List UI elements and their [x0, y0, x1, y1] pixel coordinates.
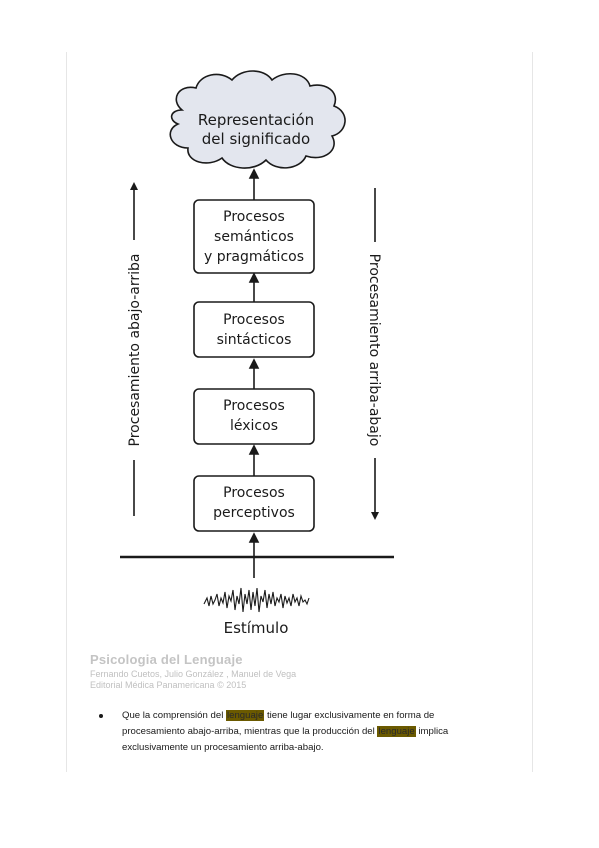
box-perceptive: Procesos perceptivos — [193, 475, 315, 532]
right-margin-line — [532, 52, 533, 772]
box-semantic-line-1: Procesos — [223, 209, 285, 225]
left-side-label: Procesamiento abajo-arriba — [127, 254, 143, 447]
meaning-cloud: Representación del significado — [169, 70, 346, 169]
box-semantic-line-2: semánticos — [214, 229, 294, 245]
box-semantic-pragmatic: Procesos semánticos y pragmáticos — [193, 199, 315, 274]
book-authors: Fernando Cuetos, Julio González , Manuel… — [90, 669, 297, 679]
bullet-item: Que la comprensión del lenguaje tiene lu… — [99, 708, 484, 756]
box-lexical-line-2: léxicos — [230, 418, 278, 434]
flow-arrows — [248, 168, 260, 578]
arrow-head-to-syntactic — [248, 358, 260, 369]
highlight-lenguaje-1: lenguaje — [226, 710, 265, 721]
book-caption: Psicologia del Lenguaje Fernando Cuetos,… — [90, 652, 510, 691]
left-bottom-up-arrow: Procesamiento abajo-arriba — [127, 182, 143, 516]
box-lexical: Procesos léxicos — [193, 388, 315, 445]
stimulus-label: Estímulo — [224, 619, 289, 637]
bullet-text: Que la comprensión del lenguaje tiene lu… — [122, 708, 484, 756]
bullet-text-part-2: tiene lugar exclusivamente en forma de p… — [122, 710, 435, 737]
bullet-text-part-3: implica exclusivamente un procesamiento … — [122, 726, 449, 753]
arrow-head-to-perceptive — [248, 532, 260, 543]
box-lexical-line-1: Procesos — [223, 398, 285, 414]
left-margin-line — [66, 52, 67, 772]
box-syntactic-line-2: sintácticos — [217, 332, 292, 348]
stimulus-waveform-icon — [203, 587, 310, 613]
arrow-head-to-lexical — [248, 444, 260, 455]
bullet-dot-icon — [99, 714, 103, 718]
book-publisher: Editorial Médica Panamericana © 2015 — [90, 680, 247, 690]
box-perceptive-line-2: perceptivos — [213, 505, 295, 521]
highlight-lenguaje-2: lenguaje — [377, 726, 416, 737]
right-side-label: Procesamiento arriba-abajo — [366, 254, 382, 447]
box-semantic-line-3: y pragmáticos — [204, 249, 304, 265]
box-syntactic: Procesos sintácticos — [193, 301, 315, 358]
bullet-text-part-1: Que la comprensión del — [122, 710, 226, 721]
cloud-line-2: del significado — [202, 130, 310, 148]
arrow-head-to-semantic — [248, 272, 260, 283]
book-title: Psicologia del Lenguaje — [90, 652, 243, 667]
arrow-head-to-cloud — [248, 168, 260, 179]
box-perceptive-line-1: Procesos — [223, 485, 285, 501]
cloud-line-1: Representación — [198, 111, 314, 129]
box-syntactic-line-1: Procesos — [223, 312, 285, 328]
right-top-down-arrow: Procesamiento arriba-abajo — [366, 188, 382, 520]
